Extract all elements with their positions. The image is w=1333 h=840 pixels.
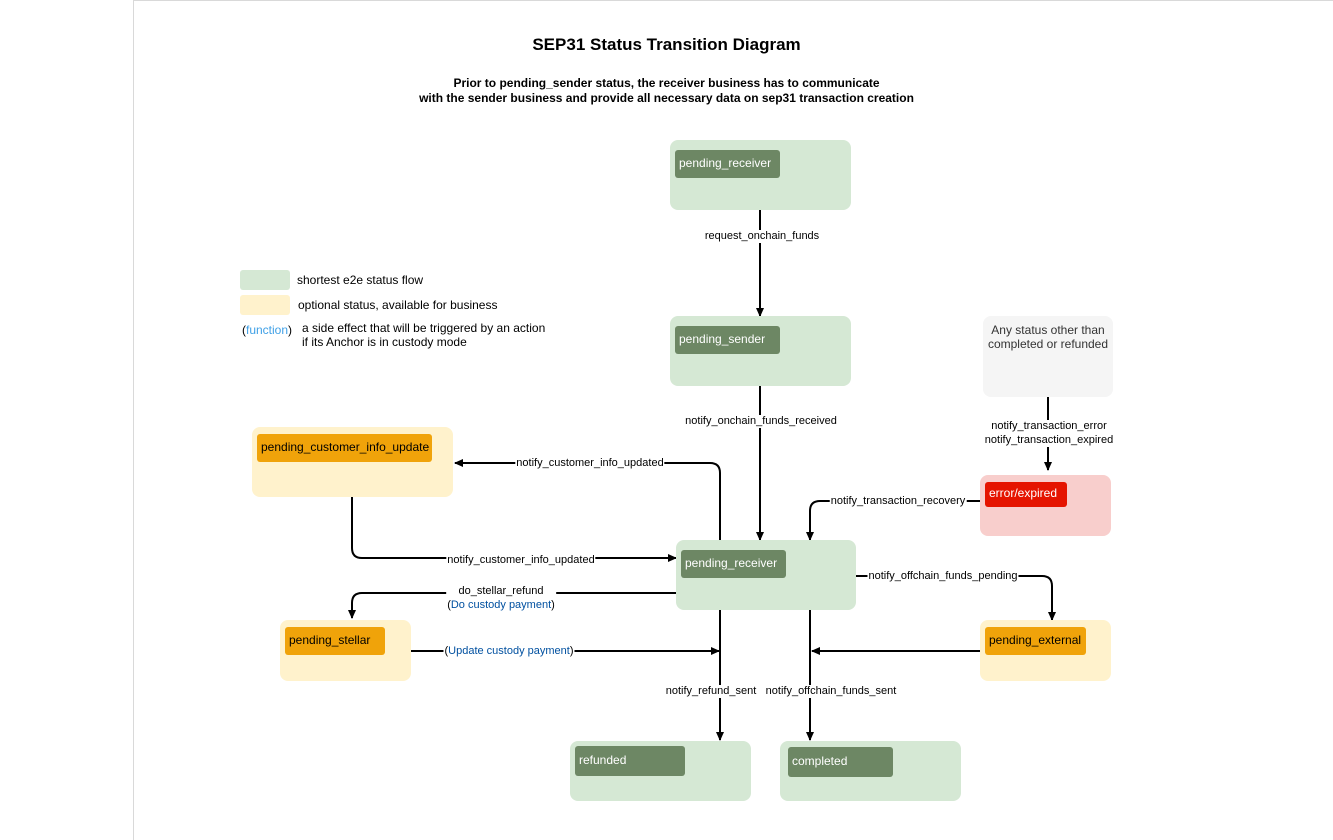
legend-function-word: function [246, 323, 289, 337]
legend-label-side-effect: a side effect that will be triggered by … [302, 321, 546, 349]
status-tag-completed: completed [788, 747, 893, 777]
edge-label-notify-customer-info-updated-down: notify_customer_info_updated [446, 554, 596, 567]
legend-swatch-optional [240, 295, 290, 315]
arrow-offchain-funds-pending [856, 575, 1056, 621]
legend-label-shortest: shortest e2e status flow [297, 273, 424, 287]
node-pending-sender: pending_sender [670, 316, 851, 386]
legend-swatch-shortest [240, 270, 290, 290]
edge-label-do-stellar-refund: do_stellar_refund [458, 585, 544, 597]
edge-label-stellar-refund: do_stellar_refund (Do custody payment) [446, 585, 556, 612]
edge-label-notify-transaction-recovery: notify_transaction_recovery [829, 495, 967, 508]
edge-label-notify-transaction-error: notify_transaction_error [991, 420, 1107, 432]
edge-label-request-onchain-funds: request_onchain_funds [703, 230, 821, 243]
status-tag-pending-customer-info-update: pending_customer_info_update [257, 434, 432, 462]
status-tag-refunded: refunded [575, 746, 685, 776]
node-refunded: refunded [570, 741, 751, 801]
edge-label-notify-refund-sent: notify_refund_sent [664, 685, 758, 698]
node-error-expired: error/expired [980, 475, 1111, 536]
node-pending-receiver-main: pending_receiver [676, 540, 856, 610]
status-tag-pending-receiver-top: pending_receiver [675, 150, 780, 178]
edge-label-update-custody-payment: (Update custody payment) [443, 645, 575, 658]
status-tag-pending-external: pending_external [985, 627, 1086, 655]
status-tag-error-expired: error/expired [985, 482, 1067, 507]
node-pending-receiver-top: pending_receiver [670, 140, 851, 210]
edge-label-notify-onchain-funds-received: notify_onchain_funds_received [684, 415, 838, 428]
arrow-stellar-refund [348, 592, 676, 619]
arrow-transaction-recovery [806, 500, 980, 541]
subtitle-line-1: Prior to pending_sender status, the rece… [453, 76, 880, 90]
legend-function-marker: (function) [242, 323, 293, 337]
any-status-line-1: Any status other than [991, 323, 1105, 337]
edge-label-notify-offchain-funds-sent: notify_offchain_funds_sent [764, 685, 898, 698]
status-tag-pending-receiver-main: pending_receiver [681, 550, 786, 578]
node-pending-external: pending_external [980, 620, 1111, 681]
node-any-status: Any status other than completed or refun… [983, 316, 1113, 397]
diagram-subtitle: Prior to pending_sender status, the rece… [0, 76, 1333, 106]
status-tag-pending-stellar: pending_stellar [285, 627, 385, 655]
edge-label-notify-transaction-expired: notify_transaction_expired [984, 434, 1114, 446]
subtitle-line-2: with the sender business and provide all… [419, 91, 914, 105]
node-completed: completed [780, 741, 961, 801]
diagram-canvas [133, 0, 1333, 840]
edge-label-do-custody-payment: (Do custody payment) [447, 599, 555, 611]
arrow-customer-info-up [454, 459, 721, 540]
node-pending-customer-info-update: pending_customer_info_update [252, 427, 453, 497]
custody-function-update-payment: Update custody payment [448, 645, 570, 657]
status-tag-pending-sender: pending_sender [675, 326, 780, 354]
edge-label-notify-offchain-funds-pending: notify_offchain_funds_pending [867, 570, 1019, 583]
any-status-line-2: completed or refunded [987, 337, 1109, 351]
edge-label-notify-customer-info-updated-up: notify_customer_info_updated [515, 457, 665, 470]
custody-function-do-payment: Do custody payment [450, 599, 552, 611]
edge-label-transaction-error-expired: notify_transaction_error notify_transact… [983, 420, 1115, 447]
arrow-customer-info-down [351, 497, 677, 562]
diagram-title: SEP31 Status Transition Diagram [532, 35, 801, 54]
legend-label-optional: optional status, available for business [298, 298, 498, 312]
node-pending-stellar: pending_stellar [280, 620, 411, 681]
